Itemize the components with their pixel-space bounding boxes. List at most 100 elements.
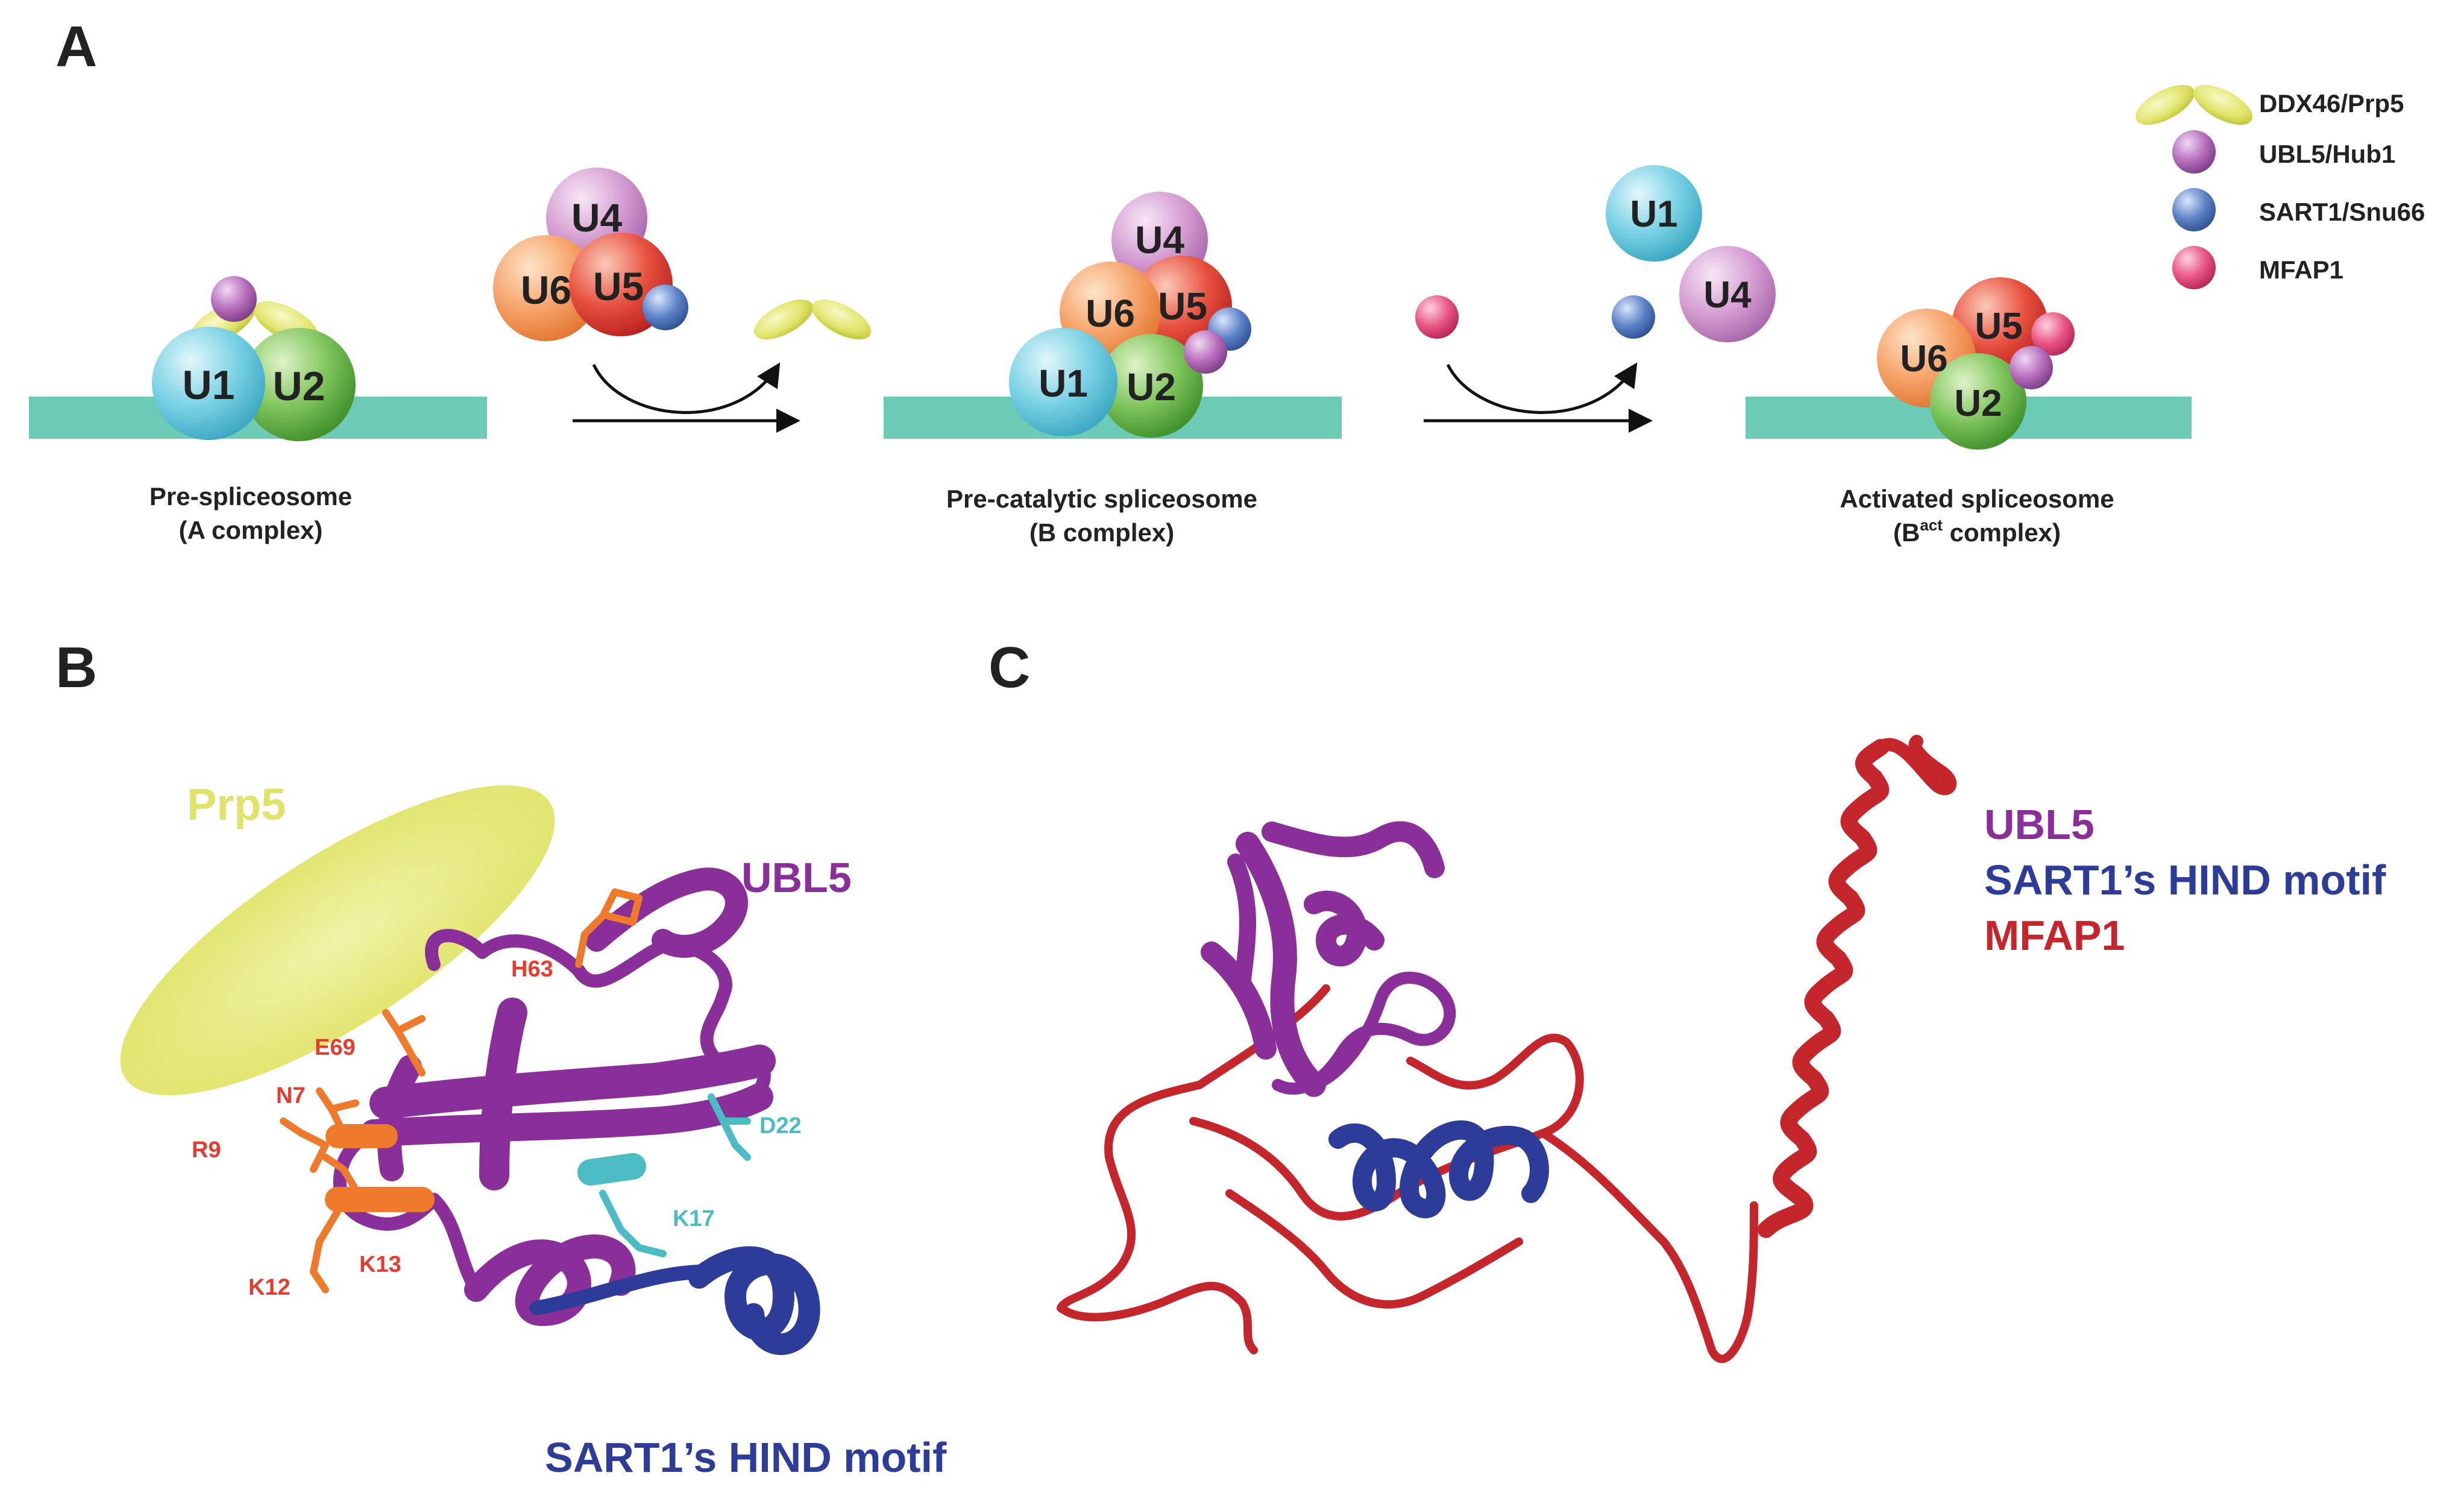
mfap1-helix-coil xyxy=(1758,739,1890,1238)
panel-c-label: C xyxy=(988,635,1030,700)
r9-sidechain xyxy=(280,1117,329,1173)
hind-helix-coil xyxy=(688,1246,820,1356)
k13-sidechain xyxy=(322,1154,365,1203)
u5-label: U5 xyxy=(1158,284,1207,328)
u6-snrnp xyxy=(493,235,599,341)
ubl5-strand-1 xyxy=(369,1045,776,1119)
legend: DDX46/Prp5 UBL5/Hub1 SART1/Snu66 MFAP1 xyxy=(2134,77,2425,289)
prp5-label: Prp5 xyxy=(187,779,286,829)
residue-n7-label: N7 xyxy=(276,1083,306,1108)
k17-sidechain xyxy=(599,1190,667,1257)
hind-helix-tail xyxy=(529,1265,712,1315)
residue-e69-label: E69 xyxy=(315,1035,356,1060)
k12-sidechain xyxy=(310,1208,341,1293)
hind-c-coil xyxy=(1328,1120,1549,1219)
ubl5-c-beta-sheet-2 xyxy=(1262,821,1445,878)
residue-r9-label: R9 xyxy=(192,1137,221,1163)
u5-label: U5 xyxy=(593,264,644,309)
residue-k17-label: K17 xyxy=(673,1206,715,1231)
ubl5-c-label: UBL5 xyxy=(1984,801,2095,848)
stage-bact-subtitle: (Bact complex) xyxy=(1893,516,2061,547)
u1-snrnp xyxy=(152,327,265,440)
bact-base: (B xyxy=(1893,518,1920,547)
mfap1-sphere-icon xyxy=(2031,312,2075,356)
legend-sart1-label: SART1/Snu66 xyxy=(2259,198,2425,226)
panel-c: C UBL5 SART1’s HIND motif MFAP1 xyxy=(988,635,2386,1363)
residue-k12-label: K12 xyxy=(248,1275,291,1300)
u6-label: U6 xyxy=(1900,338,1947,380)
ubl5-top-helix xyxy=(585,867,748,958)
u2-snrnp xyxy=(1099,334,1203,438)
u6-label: U6 xyxy=(1086,292,1135,335)
stage-bact-title: Activated spliceosome xyxy=(1840,485,2114,513)
hind-c-label: SART1’s HIND motif xyxy=(1984,856,2386,904)
hind-helix xyxy=(529,1246,820,1356)
mfap1-loop-left xyxy=(1057,984,1330,1354)
transition-1-release-arrow xyxy=(592,362,781,414)
mfap1-c-label: MFAP1 xyxy=(1984,912,2125,959)
u6-label: U6 xyxy=(521,268,571,312)
residue-h63-label: H63 xyxy=(511,957,553,982)
u2-snrnp xyxy=(1930,353,2026,450)
sart1-sphere-icon xyxy=(643,284,688,330)
u1-snrnp xyxy=(1009,328,1117,436)
u2-snrnp xyxy=(242,328,356,441)
ubl5-c-beta-sheet-3 xyxy=(1201,941,1277,1060)
residue-k13-label: K13 xyxy=(359,1252,401,1277)
ubl5-strand-3 xyxy=(479,998,527,1190)
sart1-sphere-icon xyxy=(1612,295,1655,339)
panel-b-label: B xyxy=(55,635,97,700)
u1-snrnp xyxy=(1606,165,1702,262)
d22-sidechain xyxy=(708,1093,751,1161)
ubl5-strand-2 xyxy=(360,1083,773,1147)
ubl5-strand-4 xyxy=(377,1055,422,1181)
legend-mfap1-label: MFAP1 xyxy=(2259,256,2343,284)
transition-2: U1 U4 xyxy=(1415,165,1776,433)
bact-superscript: act xyxy=(1920,516,1943,534)
ubl5-c-helix xyxy=(1304,890,1384,967)
ubl5-sphere-icon xyxy=(1184,330,1227,374)
mfap1-helix xyxy=(1758,735,1957,1238)
bact-tail: complex) xyxy=(1943,518,2061,547)
released-prp5-leaf-icon xyxy=(752,291,873,348)
n7-sidechain xyxy=(316,1087,359,1137)
panel-b: B Prp5 xyxy=(55,635,947,1481)
legend-mfap1-icon xyxy=(2172,246,2216,289)
u1-label: U1 xyxy=(1630,193,1677,235)
transition-1: U4 U6 U5 xyxy=(493,168,873,433)
mfap1-loop-right xyxy=(1539,1129,1758,1363)
ubl5-c-loops xyxy=(1272,972,1456,1095)
legend-prp5-icon xyxy=(2134,77,2254,133)
u5-label: U5 xyxy=(1975,306,2022,347)
mfap1-loop-bottom xyxy=(1225,1189,1523,1309)
hind-motif-label: SART1’s HIND motif xyxy=(545,1434,947,1481)
ubl5-ribbon-c xyxy=(1201,821,1456,1097)
hind-helix-c xyxy=(1328,1120,1549,1219)
legend-prp5-label: DDX46/Prp5 xyxy=(2259,89,2404,118)
ubl5-c-strand-4 xyxy=(1227,853,1256,997)
u2-label: U2 xyxy=(273,363,325,409)
u1-label: U1 xyxy=(183,362,235,408)
prp5-ellipse xyxy=(120,785,555,1096)
u2-label: U2 xyxy=(1127,365,1176,409)
stage-a-title: Pre-spliceosome xyxy=(149,482,352,511)
stage-a-complex: U1 U2 Pre-spliceosome (A complex) xyxy=(29,276,487,544)
h63-sidechain xyxy=(575,888,643,968)
u1-label: U1 xyxy=(1039,362,1088,405)
stage-bact-complex: U5 U6 U2 Activated spliceosome (Bact com… xyxy=(1746,277,2192,547)
legend-ubl5-label: UBL5/Hub1 xyxy=(2259,140,2395,168)
stage-b-complex: U4 U6 U5 U1 U2 Pre-catalytic spliceosome… xyxy=(884,192,1342,547)
side-chains xyxy=(280,888,751,1293)
stage-b-title: Pre-catalytic spliceosome xyxy=(946,485,1257,513)
panel-a-label: A xyxy=(55,14,97,79)
mfap1-loops xyxy=(1057,984,1758,1363)
u2-label: U2 xyxy=(1954,383,2002,424)
ubl5-c-beta-sheet-1 xyxy=(1236,832,1326,1097)
ubl5-sphere-icon xyxy=(211,276,257,322)
ubl5-sphere-icon xyxy=(2010,346,2053,389)
legend-ubl5-icon xyxy=(2172,130,2216,174)
panel-a: A U1 U2 Pre-spliceosome (A complex) U4 U… xyxy=(29,14,2425,547)
residue-d22-label: D22 xyxy=(759,1113,802,1139)
u4-label: U4 xyxy=(571,195,623,240)
